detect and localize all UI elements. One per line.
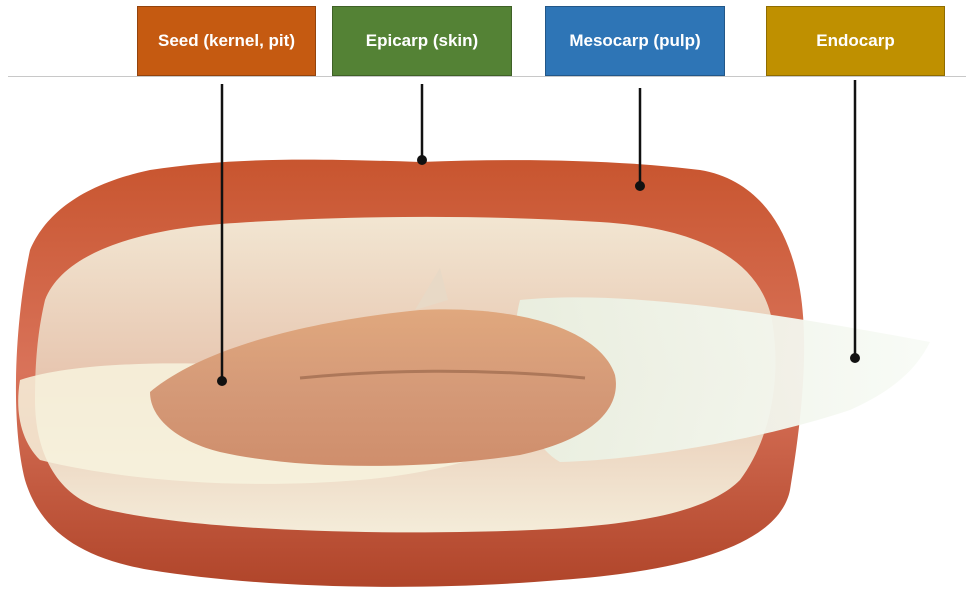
endocarp-leader-dot [850,353,860,363]
epicarp-leader-dot [417,155,427,165]
seed-leader-dot [217,376,227,386]
mesocarp-leader-dot [635,181,645,191]
